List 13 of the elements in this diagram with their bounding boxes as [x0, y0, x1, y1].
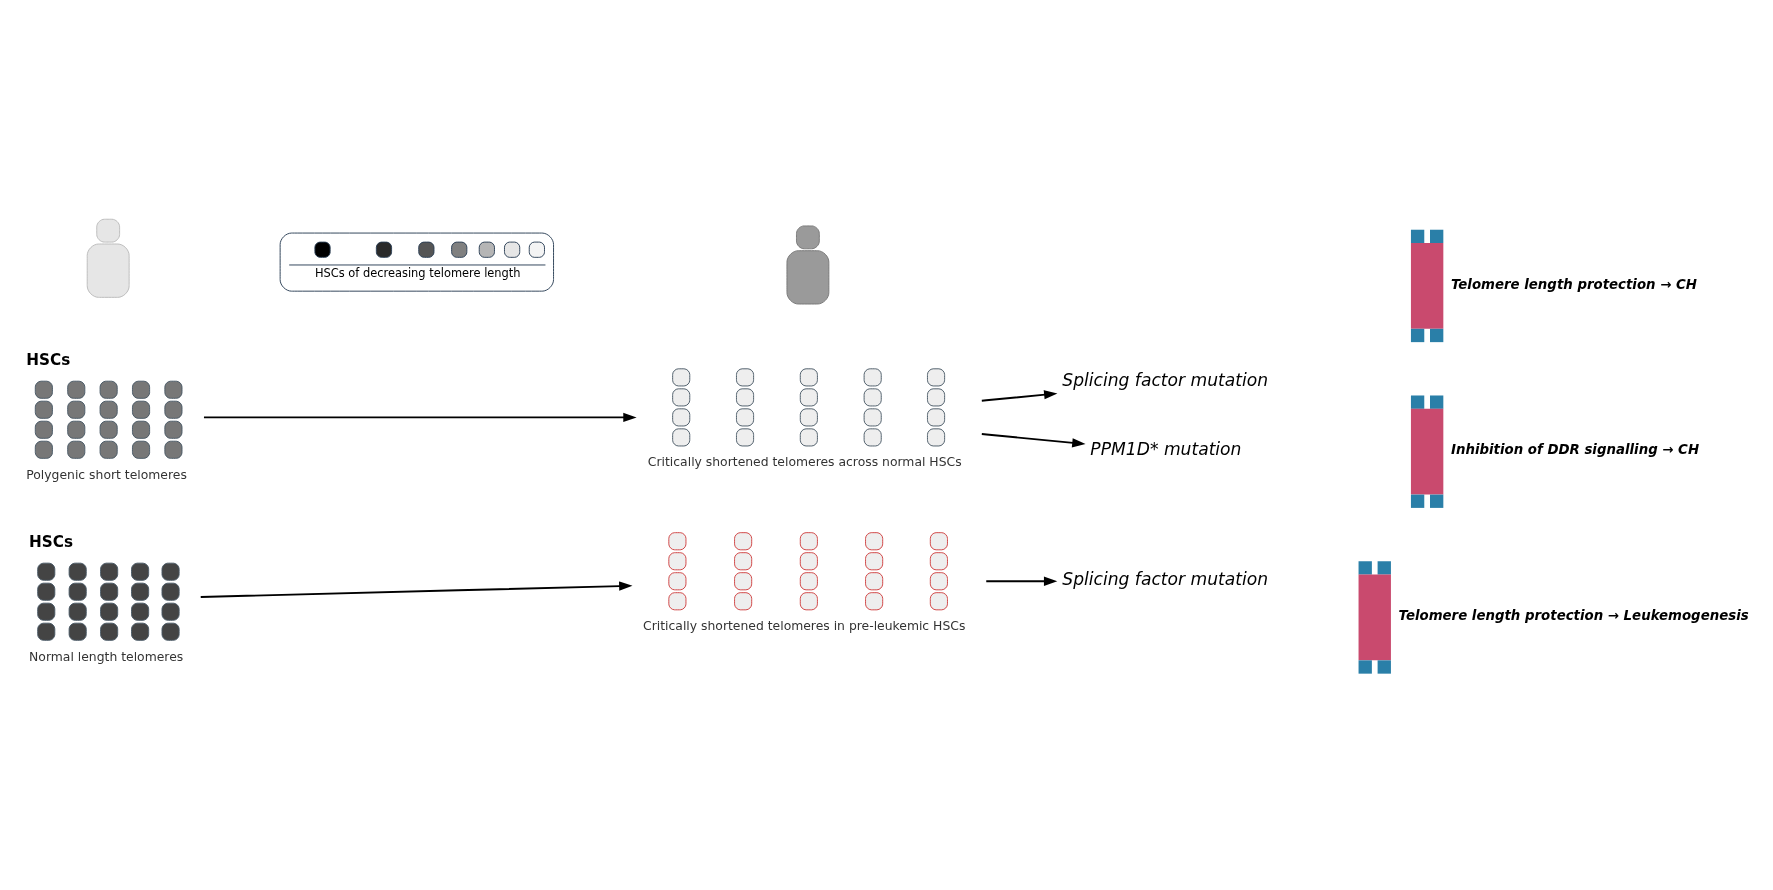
node-label: HSCs [26, 350, 71, 369]
node-label: Polygenic short telomeres [26, 467, 187, 482]
node-label: Normal length telomeres [29, 649, 184, 664]
node-text: Splicing factor mutation [1062, 369, 1269, 390]
node-label: Critically shortened telomeres in pre-leukemic HSCs [643, 618, 966, 633]
node-text: PPM1D* mutation [1090, 438, 1242, 459]
legend-label: HSCs of decreasing telomere length [314, 265, 521, 280]
node-text: Splicing factor mutation [1062, 567, 1269, 588]
node-label: Telomere length protection → Leukemogenesis [1398, 607, 1749, 623]
node-label: Critically shortened telomeres across normal HSCs [647, 454, 962, 469]
node-label: HSCs [29, 532, 74, 551]
node-label: Inhibition of DDR signalling → CH [1450, 441, 1700, 457]
node-label: Telomere length protection → CH [1450, 276, 1697, 291]
